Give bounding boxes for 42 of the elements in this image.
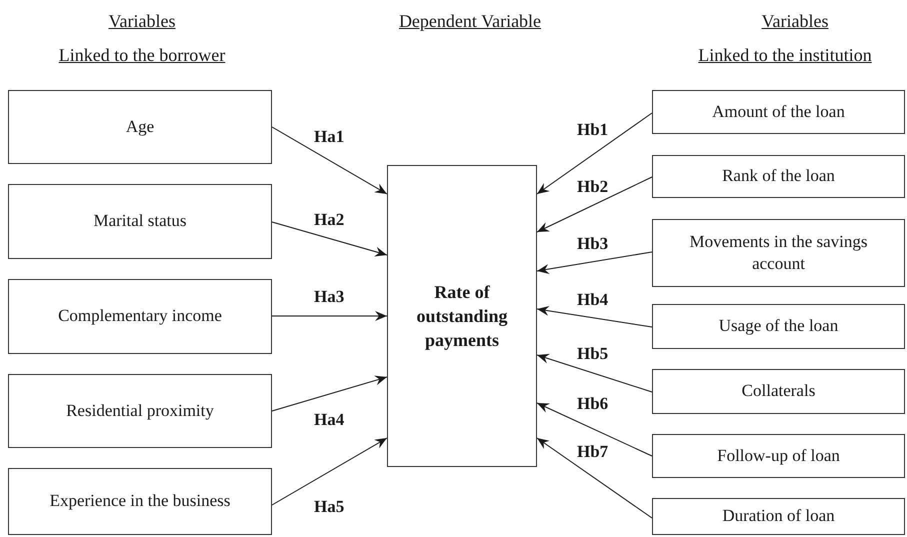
arrow: [536, 438, 652, 518]
arrow: [272, 126, 388, 194]
edge-label: Ha1: [312, 128, 346, 145]
column-heading: Linked to the borrower: [58, 45, 226, 65]
arrow: [272, 222, 388, 256]
variable-box: Collaterals: [652, 369, 905, 414]
edge-label: Hb2: [575, 178, 610, 195]
variable-box: Complementary income: [8, 279, 272, 354]
arrow: [536, 252, 652, 274]
arrow: [272, 438, 388, 506]
column-heading: Variables: [762, 11, 828, 31]
arrow: [536, 354, 652, 392]
edge-label: Hb7: [575, 443, 610, 460]
arrow: [536, 402, 652, 456]
variable-box: Age: [8, 90, 272, 164]
variable-box: Residential proximity: [8, 374, 272, 448]
arrow: [272, 311, 388, 321]
arrow: [536, 176, 652, 232]
variable-box: Follow-up of loan: [652, 434, 905, 478]
column-heading: Linked to the institution: [698, 45, 872, 65]
edge-label: Hb4: [575, 291, 610, 308]
variable-box: Movements in the savings account: [652, 219, 905, 287]
edge-label: Ha2: [312, 211, 346, 228]
arrow: [536, 112, 652, 194]
edge-label: Ha5: [312, 498, 346, 515]
variable-box: Usage of the loan: [652, 304, 905, 349]
edge-label: Ha3: [312, 288, 346, 305]
arrow: [536, 306, 652, 328]
arrow: [272, 376, 388, 412]
edge-label: Hb6: [575, 395, 610, 412]
variable-box: Rank of the loan: [652, 155, 905, 198]
edge-label: Hb5: [575, 345, 610, 362]
edge-label: Ha4: [312, 411, 346, 428]
dependent-variable-box: Rate of outstanding payments: [387, 165, 537, 467]
column-heading: Dependent Variable: [398, 11, 542, 31]
variable-box: Duration of loan: [652, 498, 905, 535]
edge-label: Hb3: [575, 235, 610, 252]
edge-label: Hb1: [575, 121, 610, 138]
variable-box: Marital status: [8, 184, 272, 259]
variable-box: Amount of the loan: [652, 90, 905, 134]
variable-box: Experience in the business: [8, 468, 272, 535]
column-heading: Variables: [108, 11, 176, 31]
